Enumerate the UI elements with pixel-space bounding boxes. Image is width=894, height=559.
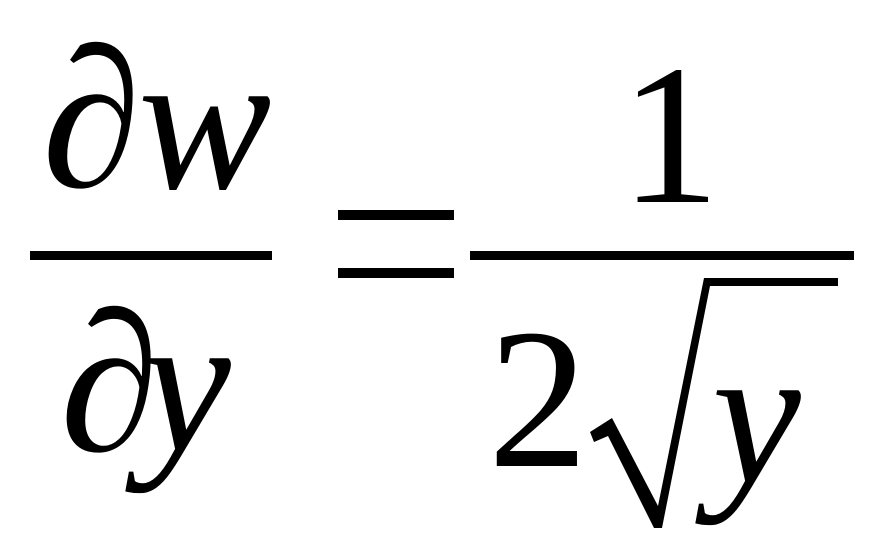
equals-sign-top-bar <box>338 210 454 220</box>
lhs-fraction-bar <box>30 251 272 260</box>
lhs-numerator-variable: w <box>138 11 272 232</box>
rhs-fraction-bar <box>470 251 854 260</box>
rhs-numerator: 1 <box>620 25 720 246</box>
rhs-denominator-radicand: y <box>712 305 801 526</box>
lhs-denominator-variable: y <box>142 273 231 494</box>
lhs-numerator-partial-symbol: ∂ <box>42 9 141 230</box>
rhs-denominator-coefficient: 2 <box>488 289 588 510</box>
lhs-denominator-partial-symbol: ∂ <box>60 273 159 494</box>
equals-sign <box>338 210 454 278</box>
equals-sign-bottom-bar <box>338 268 454 278</box>
